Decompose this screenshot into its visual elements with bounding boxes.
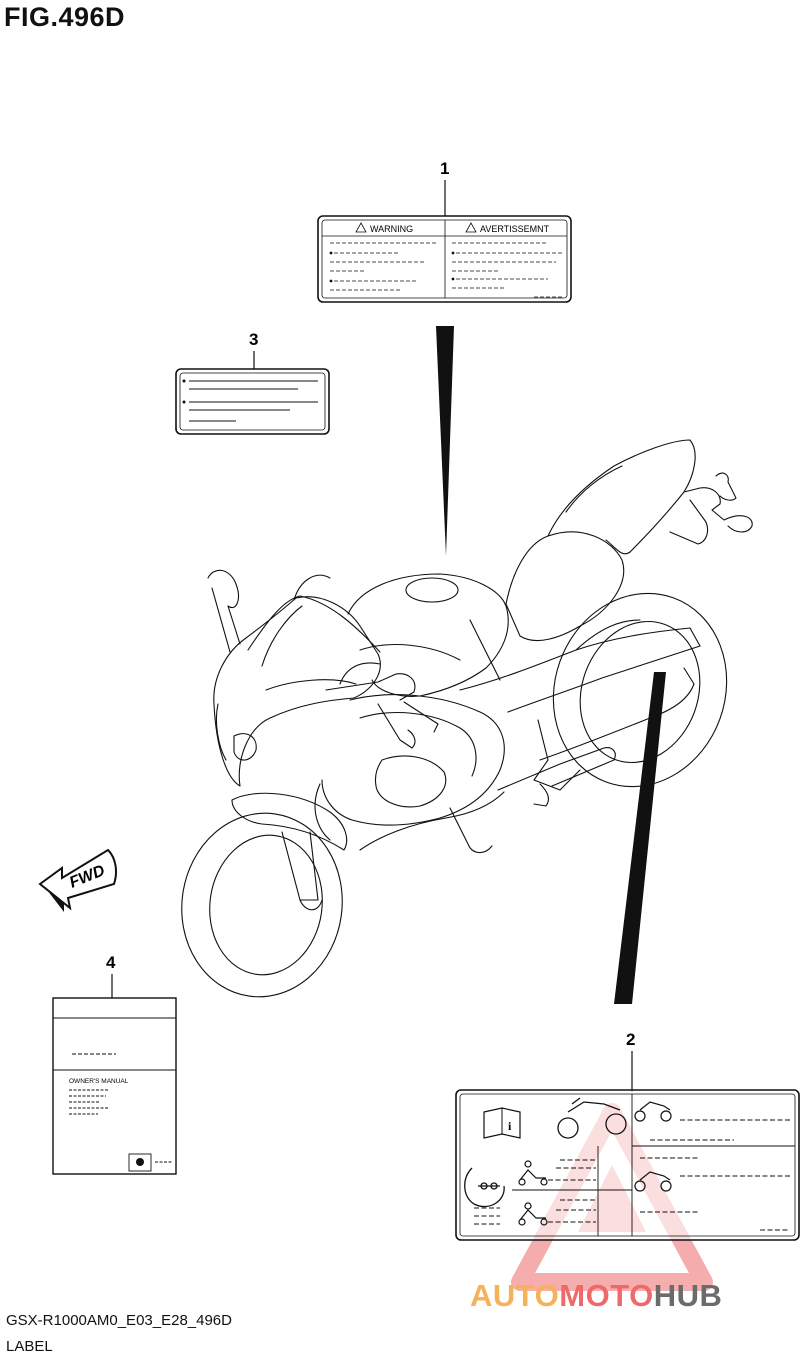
- section-name: LABEL: [6, 1338, 53, 1355]
- information-label-2: i: [455, 1089, 800, 1241]
- watermark-part-auto: AUTO: [470, 1278, 560, 1313]
- callout-4: 4: [106, 953, 116, 972]
- forward-arrow-icon: FWD: [38, 848, 117, 912]
- motorcycle-icon: [557, 1097, 627, 1139]
- chain-adjust-icon: [464, 1167, 505, 1208]
- callout-3: 3: [249, 330, 258, 349]
- small-motorcycle-icon: [634, 1101, 672, 1122]
- figure-title: FIG.496D: [4, 2, 126, 32]
- small-motorcycle-icon: [634, 1171, 672, 1192]
- callout-2: 2: [626, 1030, 635, 1049]
- avertissement-text: AVERTISSEMNT: [480, 224, 550, 234]
- warning-triangle-icon: [355, 222, 367, 233]
- warning-label-1: WARNING AVERTISSEMNT: [317, 215, 572, 303]
- suzuki-logo-icon: [136, 1158, 144, 1166]
- watermark-part-moto: MOTO: [559, 1278, 654, 1313]
- caution-label-3: [175, 368, 330, 435]
- svg-text:i: i: [508, 1119, 512, 1133]
- warning-text: WARNING: [370, 224, 413, 234]
- manual-title: OWNER'S MANUAL: [69, 1078, 129, 1085]
- watermark-part-hub: HUB: [653, 1278, 723, 1313]
- rider-icon: [518, 1160, 548, 1186]
- pointer-wedge-1: [436, 326, 454, 556]
- owners-manual-4: OWNER'S MANUAL: [52, 997, 177, 1175]
- callout-1: 1: [440, 159, 449, 178]
- motorcycle-outline: [181, 439, 753, 998]
- rider-icon: [518, 1202, 548, 1226]
- pointer-wedge-2: [614, 672, 666, 1004]
- watermark-text: AUTOMOTOHUB: [470, 1278, 722, 1314]
- read-manual-icon: i: [483, 1107, 521, 1139]
- model-code: GSX-R1000AM0_E03_E28_496D: [6, 1312, 232, 1329]
- warning-triangle-icon: [465, 222, 477, 233]
